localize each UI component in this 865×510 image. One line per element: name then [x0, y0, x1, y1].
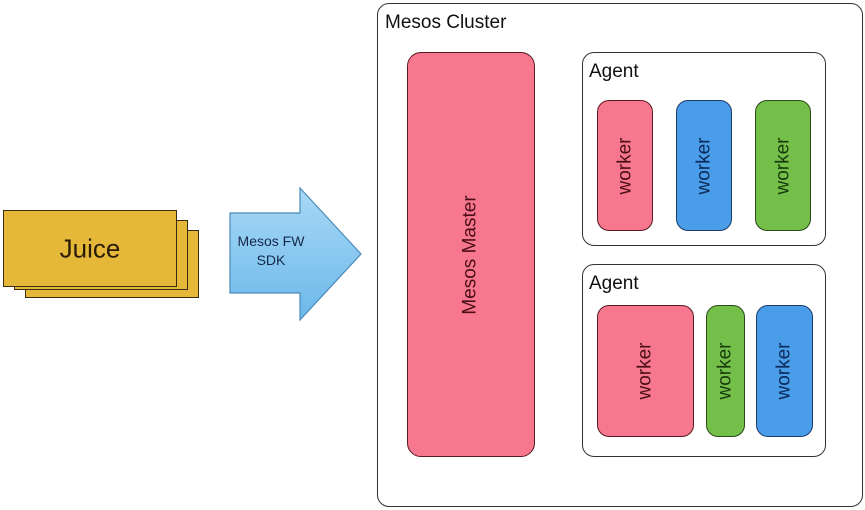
worker-label: worker	[614, 136, 636, 195]
agent-1-worker-2: worker	[676, 100, 732, 231]
agent-1-worker-3: worker	[755, 100, 811, 231]
agent-1-worker-1: worker	[597, 100, 653, 231]
mesos-master-label: Mesos Master	[460, 194, 481, 315]
cluster-title: Mesos Cluster	[385, 12, 507, 33]
sdk-label-line2: SDK	[256, 252, 286, 268]
juice-label: Juice	[59, 233, 121, 263]
agent-2-title: Agent	[589, 273, 639, 294]
mesos-master: Mesos Master	[407, 52, 535, 457]
worker-label: worker	[773, 342, 795, 400]
sdk-label-line1: Mesos FW	[237, 233, 305, 249]
worker-label: worker	[634, 342, 656, 400]
agent-1-title: Agent	[589, 61, 639, 82]
agent-2-worker-1: worker	[597, 305, 694, 437]
agent-2-worker-2: worker	[706, 305, 745, 437]
juice-framework-card: Juice	[3, 210, 177, 287]
worker-label: worker	[693, 136, 715, 195]
sdk-arrow-label: Mesos FW SDK	[232, 232, 310, 270]
sdk-arrow-icon	[229, 186, 362, 322]
worker-label: worker	[714, 342, 736, 400]
agent-2-worker-3: worker	[756, 305, 813, 437]
worker-label: worker	[772, 136, 794, 195]
